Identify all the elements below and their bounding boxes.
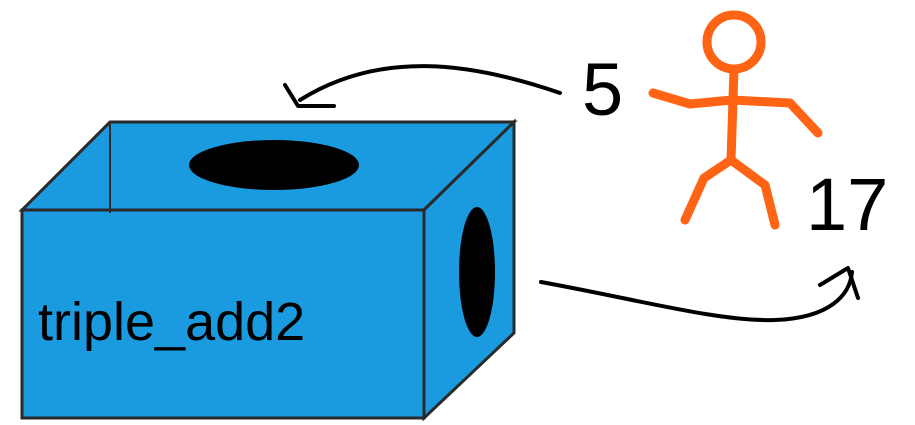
output-arrow xyxy=(539,266,860,323)
function-label: triple_add2 xyxy=(38,292,305,352)
output-arrowhead xyxy=(818,266,860,300)
person-right-arm xyxy=(727,95,823,138)
input-arrow xyxy=(283,64,562,108)
input-arrowhead xyxy=(283,83,336,108)
output-value: 17 xyxy=(806,163,888,246)
stick-person-icon xyxy=(648,10,823,230)
function-box: triple_add2 xyxy=(18,118,518,422)
input-hole xyxy=(189,140,359,190)
person-left-leg xyxy=(680,155,736,225)
input-arrow-curve xyxy=(298,64,562,102)
output-hole xyxy=(459,207,495,337)
input-value: 5 xyxy=(582,48,623,131)
person-left-arm xyxy=(648,88,737,109)
output-arrow-curve xyxy=(539,270,854,323)
person-body xyxy=(726,64,739,165)
person-right-leg xyxy=(726,155,780,230)
person-head xyxy=(702,10,766,74)
